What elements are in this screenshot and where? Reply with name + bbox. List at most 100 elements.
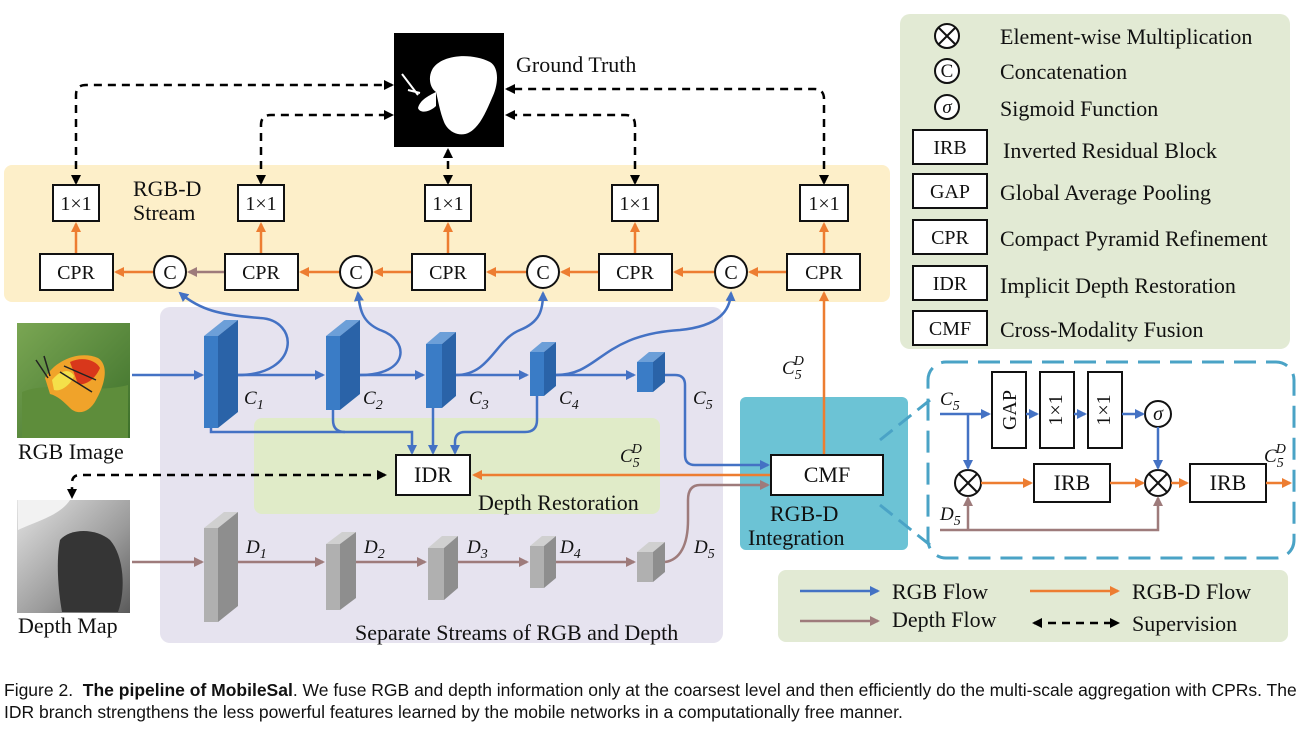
svg-text:1×1: 1×1 xyxy=(245,193,276,215)
svg-text:CPR: CPR xyxy=(57,262,95,284)
legend-rgb-flow-label: RGB Flow xyxy=(892,579,988,604)
svg-text:CMF: CMF xyxy=(804,462,850,487)
cpr-block-1: CPR xyxy=(39,253,114,291)
depth-restoration-label: Depth Restoration xyxy=(478,490,639,515)
cmf-detail-frame xyxy=(926,360,1296,560)
rgbd-stream-label-line1: RGB-D xyxy=(133,176,201,201)
detail-irb-block-2: IRB xyxy=(1189,463,1267,503)
svg-text:σ: σ xyxy=(942,97,952,118)
legend-concat-icon: C xyxy=(934,58,960,84)
svg-text:C: C xyxy=(724,262,737,284)
flow-legend: RGB Flow RGB-D Flow Depth Flow Supervisi… xyxy=(800,579,1251,636)
legend-multiply-icon xyxy=(934,23,960,49)
legend-text-cmf: Cross-Modality Fusion xyxy=(1000,317,1204,342)
svg-text:IDR: IDR xyxy=(414,462,452,487)
feature-label-c5d-detail: C5D xyxy=(1264,442,1286,471)
conv1x1-block-4: 1×1 xyxy=(611,184,659,222)
cmf-block: CMF xyxy=(770,454,884,496)
feature-label-c5-detail: C5 xyxy=(940,389,960,414)
legend-irb-box: IRB xyxy=(912,129,988,165)
detail-irb-block-1: IRB xyxy=(1033,463,1111,503)
legend-sigmoid-icon: σ xyxy=(934,94,960,120)
figure-caption: Figure 2. The pipeline of MobileSal. We … xyxy=(4,679,1304,723)
legend-text-idr: Implicit Depth Restoration xyxy=(1000,273,1236,298)
legend-cmf-box: CMF xyxy=(912,310,988,346)
svg-text:1×1: 1×1 xyxy=(60,193,91,215)
detail-conv1x1-1: 1×1 xyxy=(1039,371,1075,449)
rgb-image xyxy=(17,323,130,438)
caption-body: . We fuse RGB and depth information only… xyxy=(4,680,1297,722)
symbol-legend-panel xyxy=(900,14,1290,349)
feature-label-c3: C3 xyxy=(469,388,489,413)
concat-node-4: C xyxy=(714,255,748,289)
svg-text:CPR: CPR xyxy=(242,262,280,284)
feature-label-d4: D4 xyxy=(559,537,581,562)
caption-prefix: Figure 2. xyxy=(4,680,74,700)
svg-text:CPR: CPR xyxy=(805,262,843,284)
svg-text:CMF: CMF xyxy=(929,318,971,340)
svg-text:C: C xyxy=(349,262,362,284)
svg-text:1×1: 1×1 xyxy=(432,193,463,215)
legend-idr-box: IDR xyxy=(912,265,988,301)
svg-text:GAP: GAP xyxy=(999,390,1021,430)
feature-label-c1: C1 xyxy=(244,388,264,413)
caption-title: The pipeline of MobileSal xyxy=(82,680,293,700)
conv1x1-block-2: 1×1 xyxy=(237,184,285,222)
feature-label-d5: D5 xyxy=(693,537,715,562)
cpr-block-5: CPR xyxy=(786,253,861,291)
rgb-encoder-blocks xyxy=(204,320,665,428)
svg-text:C: C xyxy=(536,262,549,284)
zoom-connector-top xyxy=(879,398,931,442)
legend-cpr-box: CPR xyxy=(912,219,988,255)
svg-text:C: C xyxy=(163,262,176,284)
legend-gap-box: GAP xyxy=(912,173,988,209)
ground-truth-label: Ground Truth xyxy=(516,52,636,77)
svg-text:CPR: CPR xyxy=(931,227,969,249)
legend-text-concatenation: Concatenation xyxy=(1000,59,1127,84)
svg-text:IRB: IRB xyxy=(1054,470,1091,495)
concat-node-2: C xyxy=(339,255,373,289)
svg-text:1×1: 1×1 xyxy=(1045,394,1067,425)
cpr-block-2: CPR xyxy=(224,253,299,291)
legend-text-sigmoid: Sigmoid Function xyxy=(1000,96,1158,121)
pipeline-diagram: Ground Truth RGB Image Depth Map RGB-D S… xyxy=(4,14,1296,645)
supervision-arrows xyxy=(67,80,829,499)
rgbd-integration-label-line1: RGB-D xyxy=(770,501,838,526)
svg-text:1×1: 1×1 xyxy=(808,193,839,215)
cpr-block-3: CPR xyxy=(411,253,486,291)
svg-text:CPR: CPR xyxy=(616,262,654,284)
cpr-block-4: CPR xyxy=(598,253,673,291)
feature-label-c2: C2 xyxy=(363,388,383,413)
legend-text-multiplication: Element-wise Multiplication xyxy=(1000,24,1252,49)
multiply-node-1 xyxy=(954,469,982,497)
svg-text:IRB: IRB xyxy=(1210,470,1247,495)
zoom-connector-bottom xyxy=(879,503,931,547)
svg-text:1×1: 1×1 xyxy=(619,193,650,215)
cmf-detail: GAP 1×1 1×1 σ IRB IRB xyxy=(940,371,1292,532)
legend-text-gap: Global Average Pooling xyxy=(1000,180,1211,205)
feature-label-d3: D3 xyxy=(466,537,488,562)
feature-label-d5-detail: D5 xyxy=(939,504,961,529)
feature-label-d2: D2 xyxy=(363,537,385,562)
depth-flow-arrows xyxy=(132,480,770,567)
detail-conv1x1-2: 1×1 xyxy=(1087,371,1123,449)
symbol-legend: Element-wise Multiplication C Concatenat… xyxy=(912,23,1268,346)
idr-block: IDR xyxy=(395,454,471,496)
rgbd-flow-arrows xyxy=(71,222,829,480)
legend-depth-flow-label: Depth Flow xyxy=(892,607,997,632)
legend-text-cpr: Compact Pyramid Refinement xyxy=(1000,226,1268,251)
feature-label-c5: C5 xyxy=(693,388,713,413)
feature-label-d1: D1 xyxy=(245,537,267,562)
svg-text:1×1: 1×1 xyxy=(1093,394,1115,425)
feature-label-c5d-stream: C5D xyxy=(782,354,804,383)
multiply-node-2 xyxy=(1144,469,1172,497)
legend-supervision-label: Supervision xyxy=(1132,611,1237,636)
svg-text:IRB: IRB xyxy=(933,137,966,159)
feature-label-c4: C4 xyxy=(559,388,579,413)
depth-map-image xyxy=(17,500,130,613)
conv1x1-block-3: 1×1 xyxy=(424,184,472,222)
legend-text-irb: Inverted Residual Block xyxy=(1003,138,1217,163)
legend-rgbd-flow-label: RGB-D Flow xyxy=(1132,579,1251,604)
rgbd-integration-label-line2: Integration xyxy=(748,525,845,550)
